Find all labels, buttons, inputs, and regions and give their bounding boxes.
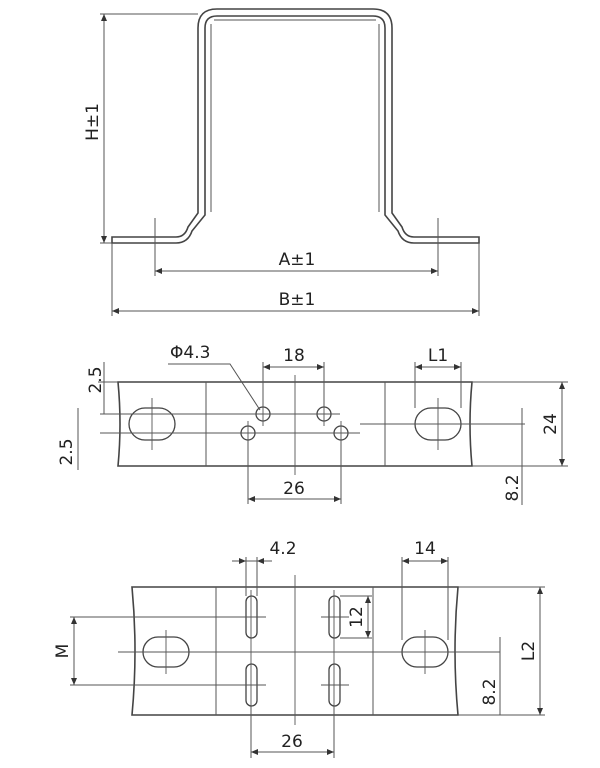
bracket-inner-line: [210, 19, 380, 212]
phi-label: Φ4.3: [170, 343, 210, 363]
b-label: B±1: [279, 290, 316, 310]
plate1-centerlines: [100, 375, 525, 475]
pitch-label: 18: [283, 346, 305, 366]
phi-leader: [168, 363, 261, 411]
endslot-label: 14: [414, 539, 436, 559]
l1-label: L1: [428, 346, 448, 366]
side-view: H±1 A±1 B±1: [83, 8, 480, 316]
offset-top-label: 2.5: [86, 366, 106, 393]
slotw-label: 4.2: [269, 539, 296, 559]
offset-bottom-label: 2.5: [57, 438, 77, 465]
vslot-label: 12: [347, 606, 367, 628]
spacing-label: 26: [283, 479, 305, 499]
h-label: H±1: [83, 103, 103, 141]
slot-offset-label: 8.2: [503, 474, 523, 501]
width-label: 24: [541, 413, 561, 435]
a-label: A±1: [279, 250, 316, 270]
plate-view-2: 4.2 14 12 M L2 8.2 26: [53, 539, 545, 758]
m-label: M: [53, 644, 73, 659]
plate2-centerlines: [118, 575, 500, 725]
plate-view-1: Φ4.3 18 L1 2.5 2.5 24 8.2 26: [57, 343, 568, 505]
slot2-offset-label: 8.2: [480, 678, 500, 705]
slot-spacing-label: 26: [281, 732, 303, 752]
bracket-profile: [111, 8, 480, 244]
l2-label: L2: [519, 641, 539, 661]
